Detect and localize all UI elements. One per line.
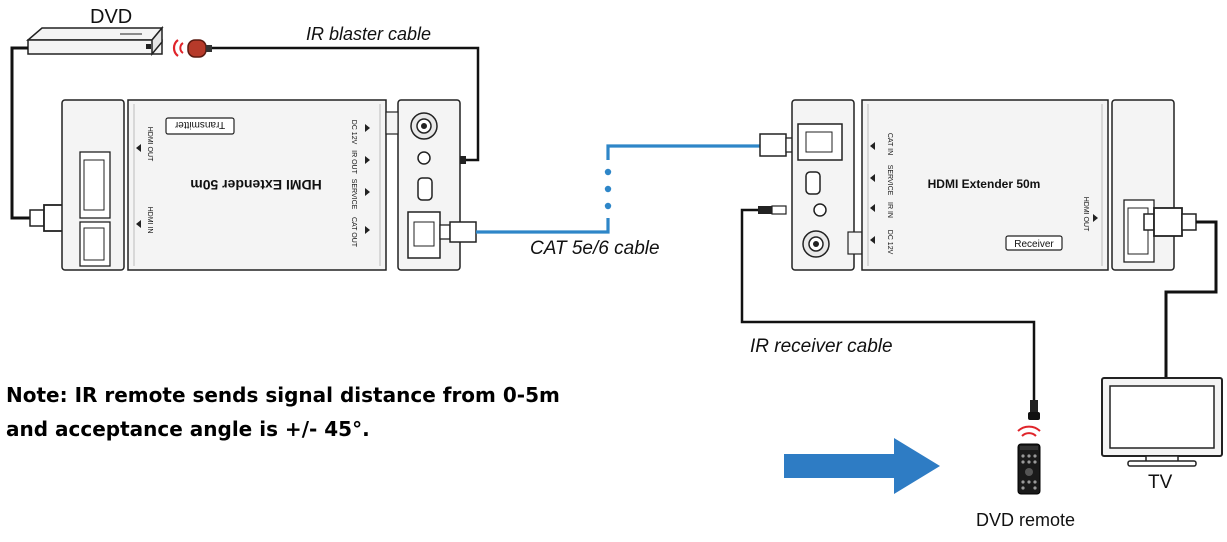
svg-text:DC 12V: DC 12V <box>886 230 893 255</box>
arrow-marker <box>365 188 370 196</box>
dvd-label: DVD <box>90 6 133 28</box>
arrow-marker <box>870 142 875 150</box>
receiver-badge: Receiver <box>1005 235 1063 251</box>
dvd-player <box>25 25 164 57</box>
receiver-port-label-dc: DC 12V <box>886 230 893 255</box>
dvd-remote <box>1017 425 1041 495</box>
arrow-marker <box>1093 214 1098 222</box>
transmitter-badge-text: Transmitter <box>174 119 225 130</box>
transmitter-port-label-ir-out: IR OUT <box>350 150 357 174</box>
tv-hdmi-plug <box>1143 207 1197 237</box>
receiver-name: HDMI Extender 50m <box>928 177 1041 191</box>
arrow-marker <box>136 144 141 152</box>
svg-text:CAT OUT: CAT OUT <box>350 217 357 248</box>
tv-hdmi-cable <box>1164 220 1218 378</box>
svg-text:DC 12V: DC 12V <box>350 120 357 145</box>
arrow-marker <box>365 156 370 164</box>
arrow-marker <box>870 174 875 182</box>
svg-text:HDMI OUT: HDMI OUT <box>146 127 153 162</box>
signal-direction-arrow <box>784 438 940 494</box>
arrow-marker <box>365 124 370 132</box>
receiver-unit <box>791 99 1175 271</box>
tv <box>1101 377 1223 467</box>
arrow-marker <box>870 236 875 244</box>
transmitter-port-label-hdmi-in: HDMI IN <box>146 207 153 234</box>
arrow-marker <box>136 220 141 228</box>
cat-cable-transmitter-plug <box>439 221 477 243</box>
svg-text:IR OUT: IR OUT <box>350 150 357 174</box>
transmitter-port-label-service: SERVICE <box>350 179 357 210</box>
note-line-1: Note: IR remote sends signal distance fr… <box>6 383 560 407</box>
transmitter-badge: Transmitter <box>165 117 235 135</box>
ir-receiver-cable <box>740 208 1036 402</box>
svg-text:CAT IN: CAT IN <box>886 133 893 155</box>
receiver-port-label-cat-in: CAT IN <box>886 133 893 155</box>
receiver-port-label-hdmi-out: HDMI OUT <box>1082 197 1089 232</box>
dvd-hdmi-cable <box>10 46 30 220</box>
svg-text:HDMI OUT: HDMI OUT <box>1082 197 1089 232</box>
svg-text:HDMI IN: HDMI IN <box>146 207 153 234</box>
cat-cable-label: CAT 5e/6 cable <box>530 238 660 259</box>
arrow-marker <box>365 226 370 234</box>
ir-blaster-cable <box>212 46 480 162</box>
receiver-port-label-ir-in: IR IN <box>886 202 893 218</box>
svg-text:SERVICE: SERVICE <box>886 165 893 196</box>
dvd-remote-label: DVD remote <box>976 510 1076 530</box>
arrow-marker <box>870 204 875 212</box>
tv-label: TV <box>1148 472 1173 493</box>
transmitter-name: HDMI Extender 50m <box>190 177 321 193</box>
note-line-2: and acceptance angle is +/- 45°. <box>6 417 370 441</box>
svg-text:SERVICE: SERVICE <box>350 179 357 210</box>
receiver-badge-text: Receiver <box>1014 239 1054 250</box>
transmitter-label-rotated: HDMI Extender 50m <box>190 177 321 193</box>
svg-text:IR IN: IR IN <box>886 202 893 218</box>
ir-blaster-cable-label: IR blaster cable <box>306 24 432 44</box>
cat-cable-receiver-plug <box>759 133 797 157</box>
ir-blaster-emitter <box>172 39 212 58</box>
receiver-port-label-service: SERVICE <box>886 165 893 196</box>
transmitter-port-label-cat-out: CAT OUT <box>350 217 357 248</box>
transmitter-port-label-hdmi-out: HDMI OUT <box>146 127 153 162</box>
ir-receiver-cable-label: IR receiver cable <box>750 336 893 357</box>
ir-receiver-head <box>1028 400 1040 420</box>
cat-cable <box>476 144 760 234</box>
transmitter-port-label-dc: DC 12V <box>350 120 357 145</box>
ir-receiver-plug <box>758 205 787 215</box>
